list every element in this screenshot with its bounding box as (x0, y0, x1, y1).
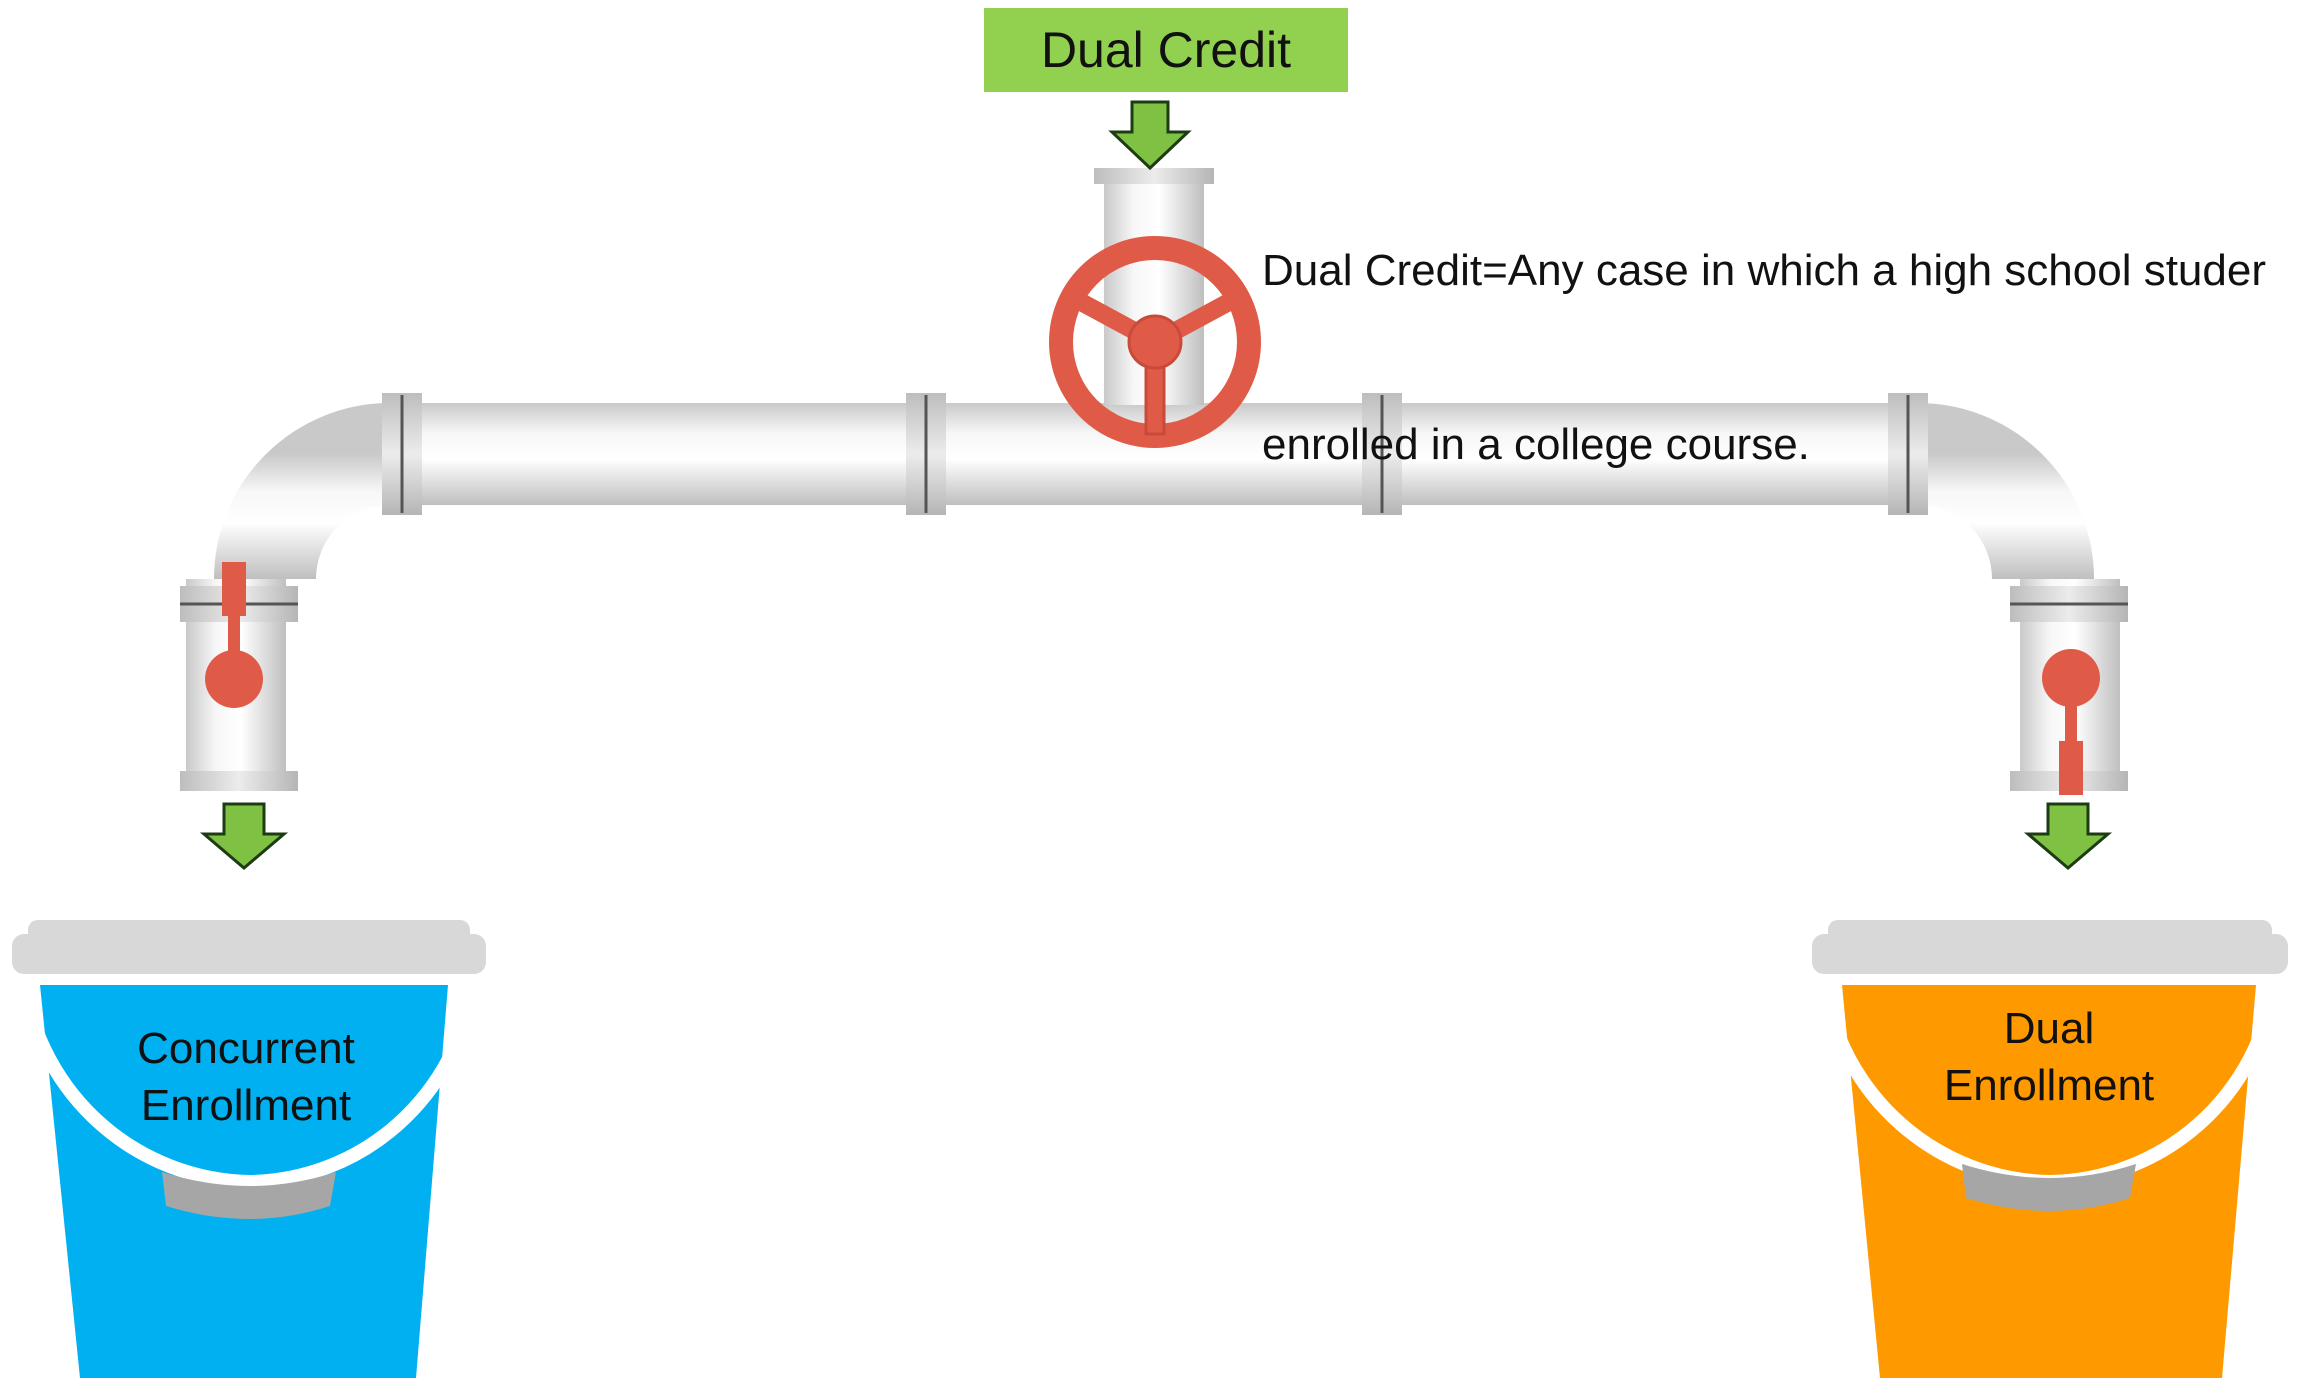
dual-credit-definition: Dual Credit=Any case in which a high sch… (1262, 126, 2308, 590)
dual-credit-source-text: Dual Credit (1041, 25, 1291, 75)
bucket-label-line: Concurrent (46, 1020, 446, 1077)
dual-credit-source-label: Dual Credit (984, 8, 1348, 92)
bucket-label-line: Dual (1849, 1000, 2249, 1057)
left-down-arrow (204, 804, 284, 868)
right-down-arrow (2028, 804, 2108, 868)
dual-enrollment-bucket (1812, 920, 2288, 1378)
left-drop-outlet (180, 771, 298, 791)
bucket-label-line: Enrollment (1849, 1057, 2249, 1114)
definition-line: Dual Credit=Any case in which a high sch… (1262, 242, 2308, 300)
left-elbow-pipe (265, 454, 390, 579)
bucket-label-line: Enrollment (46, 1077, 446, 1134)
concurrent-enrollment-bucket (12, 920, 486, 1378)
top-inlet-cap (1094, 168, 1214, 184)
top-down-arrow (1112, 102, 1188, 168)
definition-line: enrolled in a college course. (1262, 416, 2308, 474)
concurrent-enrollment-label: Concurrent Enrollment (46, 1020, 446, 1134)
dual-enrollment-label: Dual Enrollment (1849, 1000, 2249, 1114)
